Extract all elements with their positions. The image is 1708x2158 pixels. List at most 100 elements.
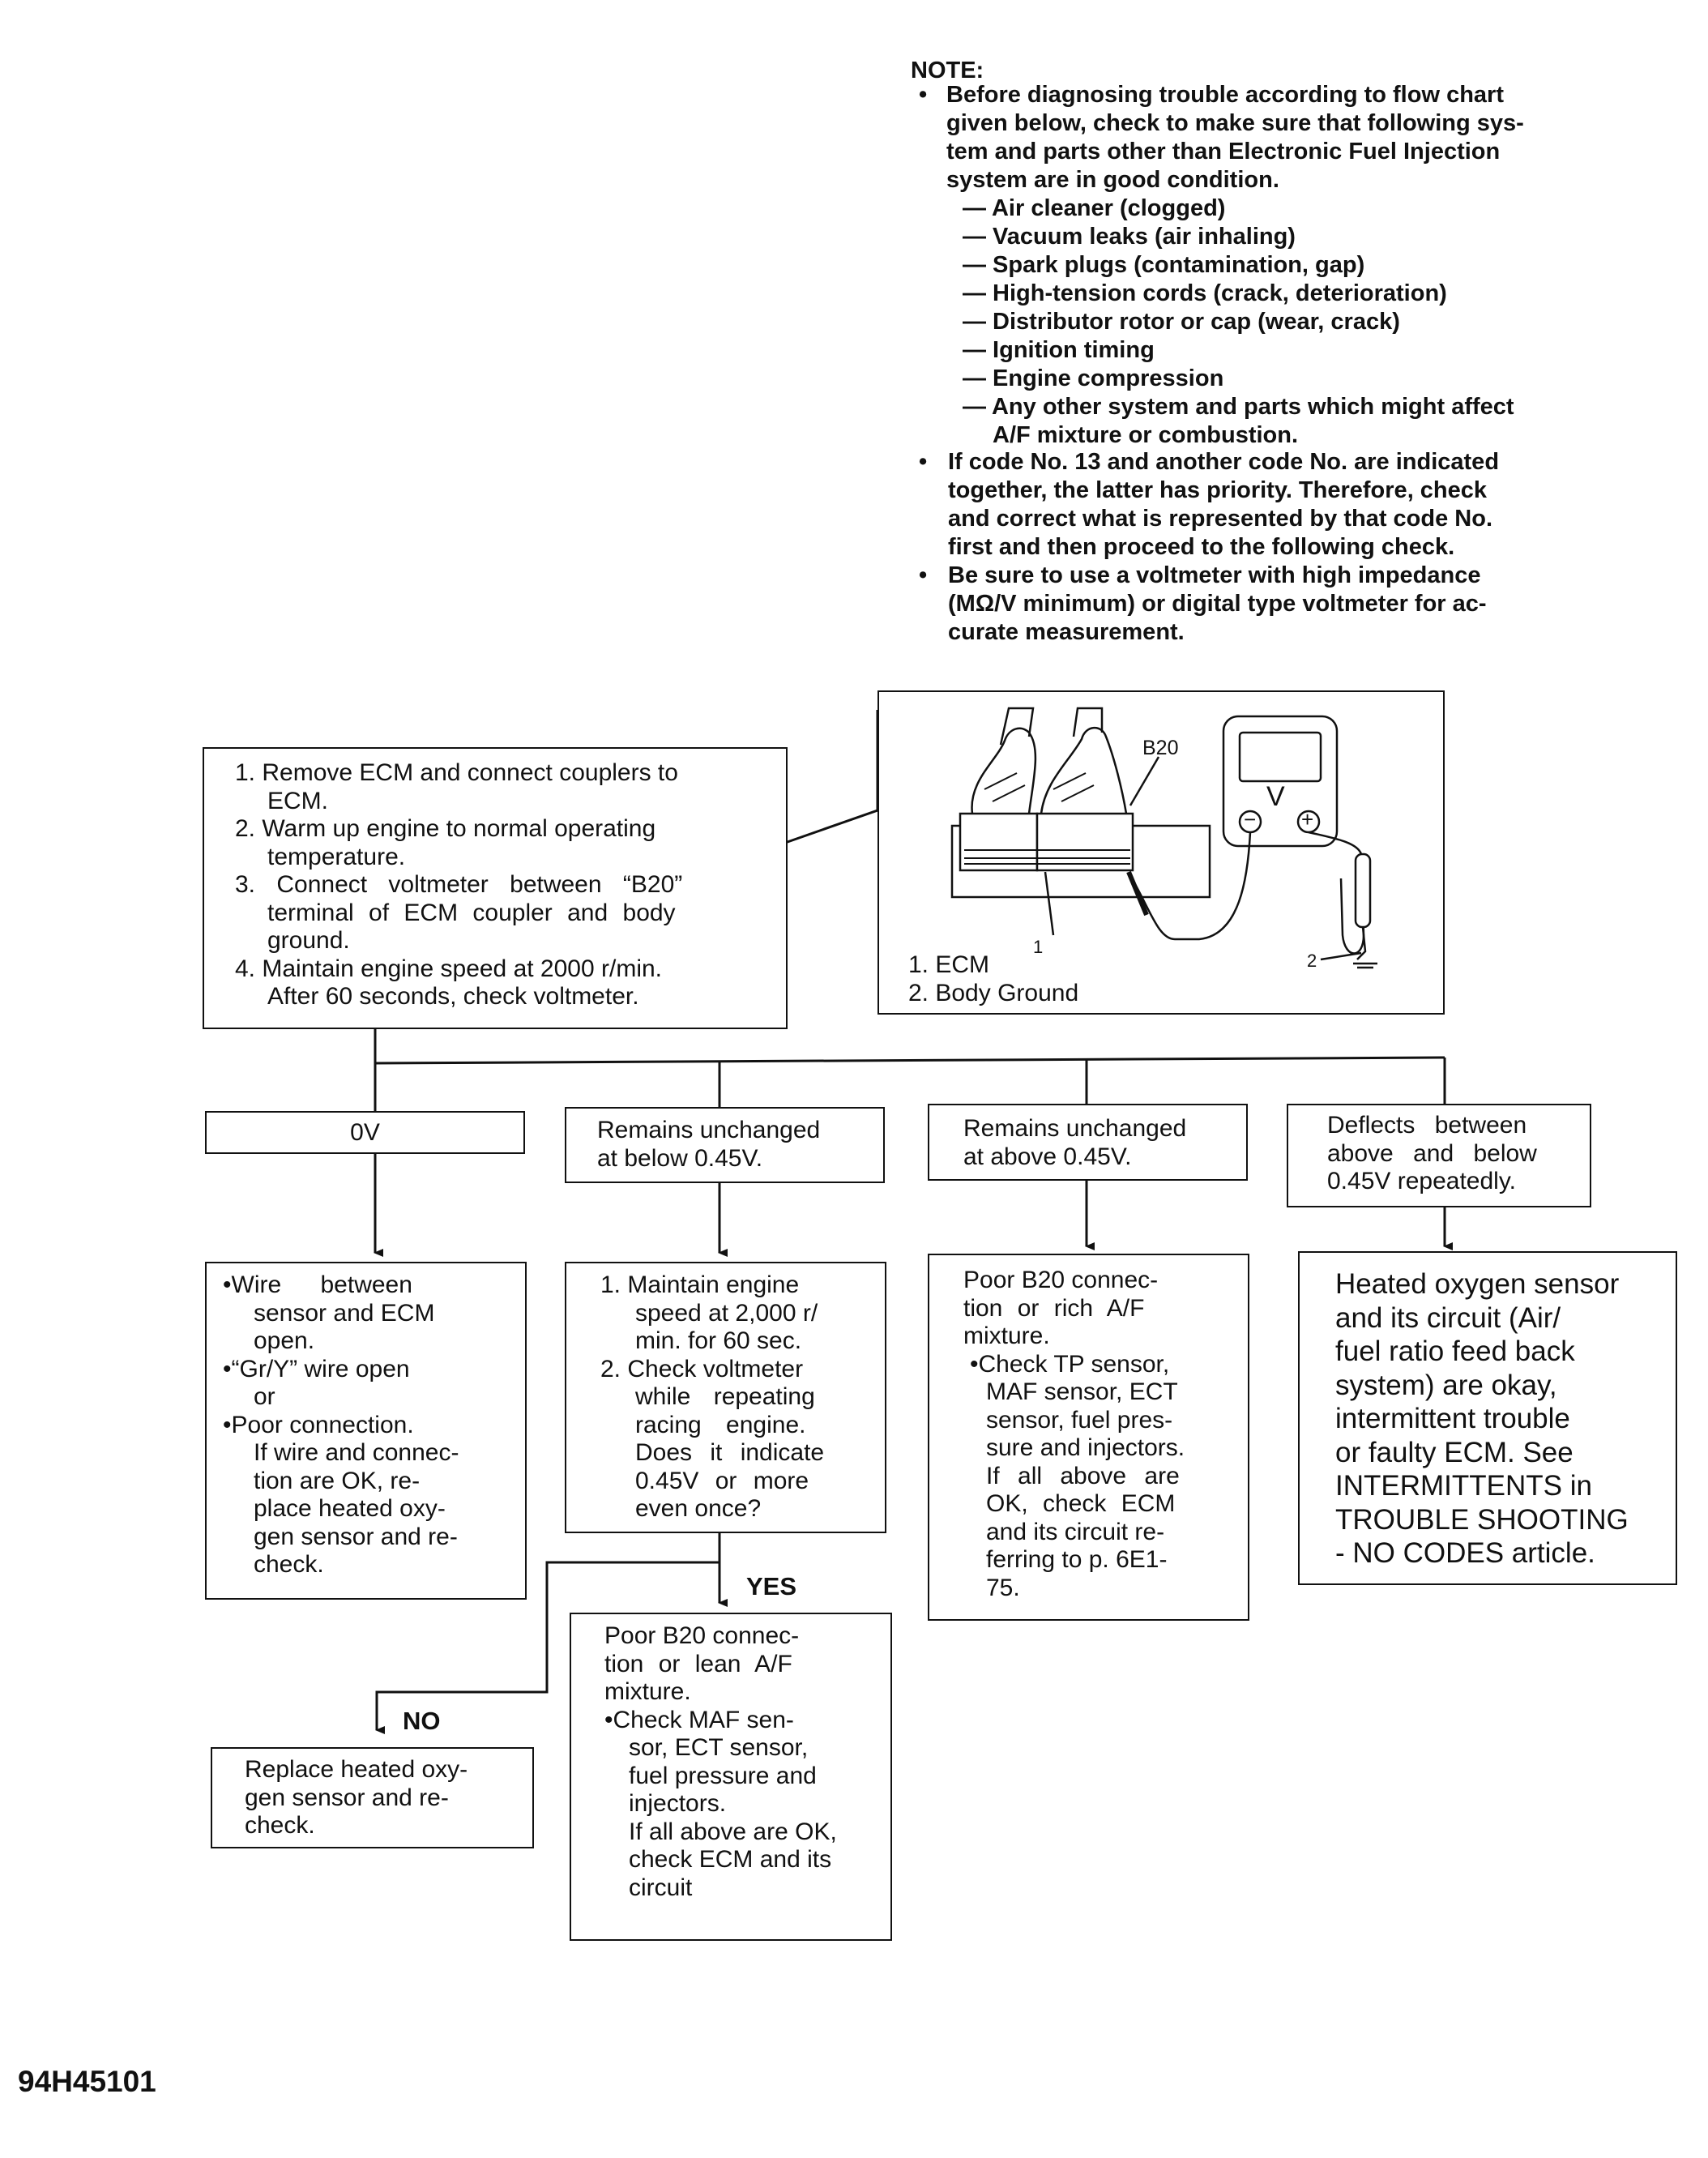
bullet-dot: •	[919, 82, 928, 108]
no-label: NO	[403, 1707, 441, 1735]
callout-2: 2	[1307, 951, 1317, 971]
action-text: ferring to p. 6E1-	[986, 1546, 1168, 1573]
step-text: ground.	[267, 927, 350, 954]
b20-label: B20	[1142, 737, 1179, 759]
result-text: 0.45V repeatedly.	[1327, 1168, 1516, 1194]
action-text: 1. Maintain engine	[600, 1271, 800, 1298]
check-item: — Distributor rotor or cap (wear, crack)	[963, 309, 1400, 335]
b20-leader	[1129, 756, 1160, 806]
text-line: given below, check to make sure that fol…	[946, 110, 1524, 136]
action-text: •Wire between	[223, 1271, 412, 1298]
coupler-terminals	[964, 849, 1130, 865]
yes-text: mixture.	[604, 1678, 691, 1705]
action-text: check.	[254, 1551, 324, 1578]
action-text: 75.	[986, 1574, 1020, 1601]
yes-text: If all above are OK,	[629, 1818, 837, 1845]
action-text: If wire and connec-	[254, 1439, 459, 1466]
check-item: — Vacuum leaks (air inhaling)	[963, 224, 1296, 250]
harness-top	[999, 707, 1035, 746]
note-heading: NOTE:	[911, 58, 984, 83]
meter-v-symbol: V	[1266, 781, 1285, 812]
legend-line: 1. ECM	[908, 951, 990, 978]
negative-lead	[1130, 831, 1252, 941]
minus-sign: −	[1244, 807, 1257, 831]
check-item: — Air cleaner (clogged)	[963, 195, 1226, 221]
step-text: temperature.	[267, 843, 406, 870]
no-text: gen sensor and re-	[245, 1784, 449, 1811]
bullet-dot: •	[919, 562, 928, 588]
harness-top-2	[1072, 707, 1104, 737]
check-item: — Ignition timing	[963, 337, 1155, 363]
harness-right	[1040, 726, 1128, 814]
result-deflects-box: Deflects between above and below 0.45V r…	[1287, 1104, 1591, 1207]
action-text: •“Gr/Y” wire open	[223, 1355, 410, 1382]
text-line: and correct what is represented by that …	[948, 506, 1492, 532]
bus-line	[374, 1056, 1445, 1065]
callout-1: 1	[1033, 937, 1044, 957]
result-0v-text: 0V	[350, 1119, 380, 1146]
yes-label: YES	[746, 1572, 797, 1600]
action-text: mixture.	[963, 1323, 1050, 1349]
action-text: •Poor connection.	[223, 1411, 414, 1438]
yes-text: check ECM and its	[629, 1846, 832, 1873]
action-text: sensor and ECM	[254, 1299, 435, 1327]
check-item: — High-tension cords (crack, deteriorati…	[963, 280, 1447, 306]
legend-line: 2. Body Ground	[908, 980, 1079, 1006]
action-text: place heated oxy-	[254, 1495, 446, 1522]
action-text: and its circuit (Air/	[1335, 1301, 1561, 1334]
step-text: ECM.	[267, 787, 328, 814]
action-below-box: 1. Maintain engine speed at 2,000 r/ min…	[565, 1262, 886, 1533]
action-text: OK, check ECM	[986, 1490, 1176, 1517]
action-text: system) are okay,	[1335, 1369, 1557, 1401]
ecm-voltmeter-drawing	[950, 707, 1377, 969]
yes-text: sor, ECT sensor,	[629, 1734, 809, 1761]
action-text: gen sensor and re-	[254, 1523, 458, 1550]
ground-clip	[1354, 853, 1372, 929]
note-bullet-3-text: Be sure to use a voltmeter with high imp…	[948, 562, 1487, 647]
harness-wraps	[984, 772, 1095, 802]
text-line: If code No. 13 and another code No. are …	[948, 449, 1500, 475]
action-text: If all above are	[986, 1462, 1180, 1489]
step-text: terminal of ECM coupler and body	[267, 899, 676, 926]
yes-text: injectors.	[629, 1790, 727, 1817]
action-above-box: Poor B20 connec- tion or rich A/F mixtur…	[928, 1254, 1249, 1621]
action-text: intermittent trouble	[1335, 1403, 1570, 1434]
callout-line	[784, 710, 879, 844]
note-check-list: — Air cleaner (clogged) — Vacuum leaks (…	[963, 194, 1514, 450]
text-line: first and then proceed to the following …	[948, 534, 1455, 560]
text-line: system are in good condition.	[946, 167, 1279, 193]
ecm-coupler-left	[959, 812, 1039, 872]
check-item: — Spark plugs (contamination, gap)	[963, 252, 1365, 278]
ground-symbol	[1353, 926, 1377, 969]
step-text: 4. Maintain engine speed at 2000 r/min.	[235, 955, 663, 982]
yes-text: Poor B20 connec-	[604, 1622, 800, 1649]
result-text: Remains unchanged	[963, 1115, 1187, 1142]
no-arrow	[375, 1561, 719, 1734]
check-item: — Engine compression	[963, 365, 1224, 391]
action-text: while repeating	[635, 1383, 815, 1410]
action-text: open.	[254, 1327, 315, 1354]
result-text: Deflects between	[1327, 1112, 1527, 1139]
no-text: check.	[245, 1812, 315, 1839]
step-text: After 60 seconds, check voltmeter.	[267, 983, 639, 1010]
callout-1-leader	[1044, 871, 1055, 936]
text-line: together, the latter has priority. There…	[948, 477, 1488, 503]
result-text: above and below	[1327, 1139, 1537, 1167]
action-text: tion or rich A/F	[963, 1294, 1145, 1322]
start-procedure-box: 1. Remove ECM and connect couplers to EC…	[203, 747, 788, 1029]
illustration-box: B20 V − + 1 2 1. ECM 2. Body Ground	[877, 690, 1445, 1015]
result-below-box: Remains unchanged at below 0.45V.	[565, 1107, 885, 1183]
action-text: 2. Check voltmeter	[600, 1355, 804, 1382]
action-text: sure and injectors.	[986, 1434, 1185, 1461]
text-line: Be sure to use a voltmeter with high imp…	[948, 562, 1481, 588]
note-bullet-1-text: Before diagnosing trouble according to f…	[946, 81, 1524, 194]
action-text: Does it indicate	[635, 1439, 825, 1466]
no-result-box: Replace heated oxy- gen sensor and re- c…	[211, 1747, 534, 1848]
yes-text: tion or lean A/F	[604, 1650, 792, 1677]
action-text: TROUBLE SHOOTING	[1335, 1503, 1629, 1536]
action-text: tion are OK, re-	[254, 1467, 421, 1494]
yes-result-box: Poor B20 connec- tion or lean A/F mixtur…	[570, 1613, 892, 1941]
voltmeter-display	[1238, 731, 1322, 783]
result-text: at above 0.45V.	[963, 1143, 1132, 1170]
action-text: and its circuit re-	[986, 1518, 1165, 1545]
